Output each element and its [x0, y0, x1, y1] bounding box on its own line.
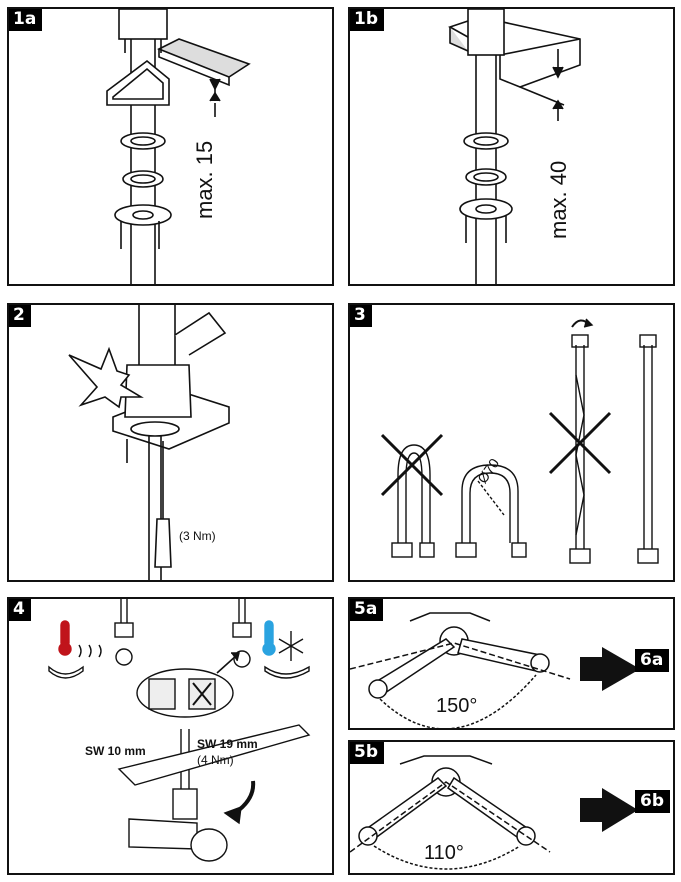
- arrow-shaft: [580, 798, 604, 822]
- next-step-label: 6a: [635, 649, 670, 672]
- torque-label: (3 Nm): [179, 529, 216, 543]
- thermometer-cold-icon: [262, 620, 310, 679]
- step-3-panel: 3 Ø70: [348, 303, 675, 582]
- spout-angle-150-illustration: [350, 612, 571, 728]
- dimension-label: max. 40: [546, 160, 571, 239]
- wrench-size-19-label: SW 19 mm: [197, 737, 258, 751]
- step-label: 1b: [350, 9, 384, 31]
- step-2-panel: 2 (3 Nm): [7, 303, 334, 582]
- step-label: 5b: [350, 742, 384, 764]
- wrench-size-10-label: SW 10 mm: [85, 744, 146, 758]
- angle-label: 150°: [436, 695, 478, 717]
- faucet-mount-illustration: [106, 9, 251, 284]
- step-label: 4: [9, 599, 31, 621]
- faucet-mount-illustration: [448, 9, 581, 284]
- dimension-label: max. 15: [192, 140, 217, 219]
- next-step-label: 6b: [635, 790, 670, 813]
- angle-valve-illustration: [48, 599, 311, 862]
- step-5a-panel: 5a 150° 6a: [348, 597, 675, 730]
- step-label: 1a: [9, 9, 43, 31]
- angle-label: 110°: [424, 842, 464, 864]
- arrow-right-icon: [602, 788, 638, 832]
- step-4-panel: 4: [7, 597, 334, 875]
- step-5b-panel: 5b 110° 6b: [348, 740, 675, 875]
- step-label: 5a: [350, 599, 384, 621]
- thermometer-hot-icon: [48, 620, 102, 679]
- arrow-shaft: [580, 657, 604, 681]
- spout-angle-110-illustration: [350, 755, 551, 870]
- hose-bend-illustration: [380, 318, 659, 564]
- step-label: 3: [350, 305, 372, 327]
- torque-label: (4 Nm): [197, 753, 234, 767]
- step-1b-panel: 1b max. 40: [348, 7, 675, 286]
- step-1a-panel: 1a max. 15: [7, 7, 334, 286]
- mixer-fixing-illustration: [68, 305, 230, 580]
- step-label: 2: [9, 305, 31, 327]
- arrow-right-icon: [602, 647, 640, 691]
